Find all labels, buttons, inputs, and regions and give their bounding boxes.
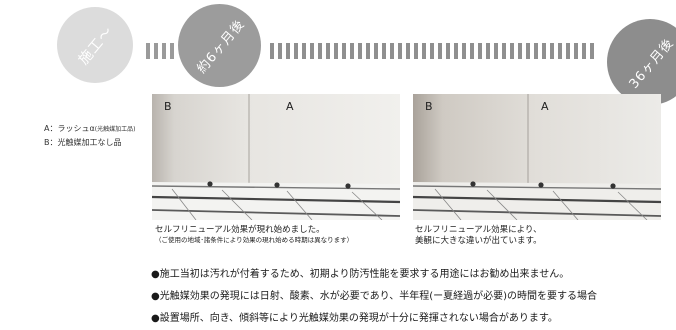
photo-label-a: A — [541, 100, 549, 113]
legend-a-note: (光触媒加工品) — [94, 126, 136, 133]
caption-main: セルフリニューアル効果が現れ始めました。 — [155, 225, 325, 235]
timeline-progress-bars — [146, 43, 174, 59]
photo-caption-6-months: セルフリニューアル効果が現れ始めました。 （ご使用の地域･諸条件により効果の現れ… — [155, 225, 353, 245]
photo-caption-36-months: セルフリニューアル効果により、 美観に大きな違いが出ています。 — [415, 225, 542, 247]
photo-label-a: A — [286, 100, 294, 113]
note-item: ●施工当初は汚れが付着するため、初期より防汚性能を要求する用途にはお勧め出来ませ… — [151, 269, 570, 280]
timeline-mid-circle: 約6ヶ月後 — [178, 4, 261, 87]
floor-grating — [413, 181, 661, 220]
legend-b-label: B：光触媒加工なし品 — [44, 138, 122, 147]
note-item: ●設置場所、向き、傾斜等により光触媒効果の発現が十分に発揮されない場合があります… — [151, 313, 558, 324]
legend-a-label: A：ラッシュα — [44, 124, 95, 133]
timeline-start-circle: 施工〜 — [57, 7, 133, 83]
floor-grating — [152, 181, 400, 220]
timeline-progress-bars-long — [270, 43, 594, 59]
photo-6-months: B A — [152, 94, 400, 220]
photo-label-b: B — [164, 100, 172, 113]
photo-label-b: B — [425, 100, 433, 113]
legend: A：ラッシュα(光触媒加工品) B：光触媒加工なし品 — [44, 122, 135, 149]
photo-36-months: B A — [413, 94, 661, 220]
timeline-end-circle: 36ヶ月後 — [607, 19, 676, 105]
timeline-mid-label: 約6ヶ月後 — [194, 16, 248, 77]
caption-second-line: 美観に大きな違いが出ています。 — [415, 236, 542, 246]
timeline-start-label: 施工〜 — [75, 23, 117, 69]
caption-note: （ご使用の地域･諸条件により効果の現れ始める時期は異なります） — [155, 236, 354, 244]
caption-main: セルフリニューアル効果により、 — [415, 225, 542, 235]
notes-list: ●施工当初は汚れが付着するため、初期より防汚性能を要求する用途にはお勧め出来ませ… — [151, 264, 676, 330]
timeline-end-label: 36ヶ月後 — [626, 35, 676, 92]
timeline: 施工〜 約6ヶ月後 36ヶ月後 — [0, 0, 676, 105]
note-item: ●光触媒効果の発現には日射、酸素、水が必要であり、半年程(ー夏経過が必要)の時間… — [151, 291, 598, 302]
legend-a: A：ラッシュα(光触媒加工品) — [44, 122, 135, 136]
